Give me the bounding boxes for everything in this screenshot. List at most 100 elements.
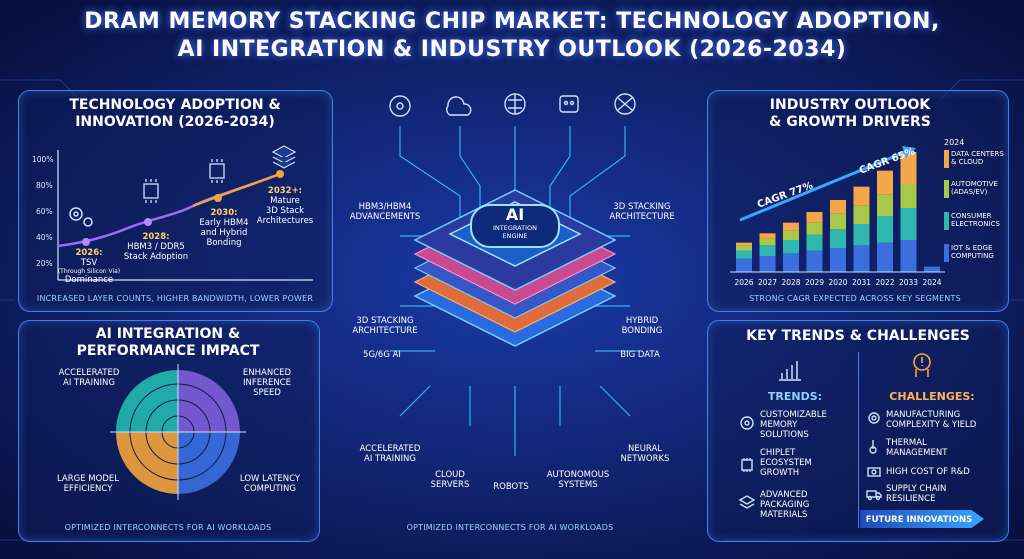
legend-0-l2: & CLOUD [951,158,984,166]
bar-segment [759,256,776,272]
growth-arrow [739,148,911,222]
milestone-2026-year: 2026: [75,248,103,258]
cloud-servers-label: CLOUD SERVERS [420,470,480,490]
ai-quadrant-latency: LOW LATENCY COMPUTING [234,474,306,494]
bar-segment [877,216,893,243]
challenge-1-l2: COMPLEXITY & YIELD [886,420,977,430]
bar-segment [924,266,940,272]
stack-r-l1: 3D STACKING [613,202,671,212]
ai-q2-l1: ENHANCED [242,368,292,378]
cloud-l2: SERVERS [430,480,470,490]
robot-icon [559,95,579,113]
ai-q2-l2: INFERENCE [242,378,292,388]
trend-3: ADVANCED PACKAGING MATERIALS [760,490,844,520]
gear-icon [69,207,93,227]
hbm-label: HBM3/HBM4 ADVANCEMENTS [340,202,430,222]
ai-q4-l2: COMPUTING [244,484,296,494]
ai-panel-title: AI INTEGRATION & PERFORMANCE IMPACT [30,326,306,360]
legend-swatch [944,244,949,262]
stack-r-l2: ARCHITECTURE [609,212,675,222]
trends-divider [858,352,859,528]
bar-segment [900,152,917,184]
gear-icon-challenge [868,412,880,424]
money-icon [867,467,881,477]
y-tick-60: 60% [36,207,53,216]
bar-segment [783,230,799,240]
x-tick-label: 2022 [875,278,894,287]
tech-adoption-panel [18,90,333,312]
challenge-2-l2: MANAGEMENT [886,448,948,458]
bar-segment [853,224,870,246]
legend-item-2: CONSUMER ELECTRONICS [944,212,1000,230]
package-icon [738,495,756,509]
bar-segment [877,170,893,195]
stack-left-label: 3D STACKING ARCHITECTURE [340,316,430,336]
challenge-2-l1: THERMAL [886,438,927,448]
ai-quadrant-inference: ENHANCED INFERENCE SPEED [232,368,302,398]
accel-l2: AI TRAINING [364,454,416,464]
ai-engine-title: AI [505,205,525,224]
y-tick-40: 40% [36,233,53,242]
trends-title: KEY TRENDS & CHALLENGES [746,328,970,344]
bar-segment [806,234,823,251]
hbm-l2: ADVANCEMENTS [349,212,421,222]
trend-2-l1: CHIPLET [760,448,796,458]
milestone-2030-year: 2030: [210,208,238,218]
outlook-title: INDUSTRY OUTLOOK & GROWTH DRIVERS [720,97,980,131]
title-line-2: AI INTEGRATION & INDUSTRY OUTLOOK (2026-… [177,37,847,62]
legend-1-l1: AUTOMOTIVE [951,180,998,188]
legend-item-1: AUTOMOTIVE (ADAS/EV) [944,180,998,198]
bar-segment [736,250,752,259]
bar-segment [759,238,776,246]
tech-caption: INCREASED LAYER COUNTS, HIGHER BANDWIDTH… [36,294,314,303]
stack-right-label: 3D STACKING ARCHITECTURE [596,202,688,222]
challenge-1-l1: MANUFACTURING [886,410,961,420]
x-tick-label: 2024 [922,278,941,287]
legend-3-l2: COMPUTING [951,252,994,260]
hybrid-l2: BONDING [621,326,663,336]
milestone-2026-l2: (Through Silicon Via) [57,268,121,275]
legend-item-3: IOT & EDGE COMPUTING [944,244,994,262]
x-tick-label: 2033 [899,278,918,287]
ai-engine-sub2: ENGINE [502,232,528,240]
legend-swatch [944,212,949,230]
tech-adoption-curve [57,145,313,281]
ai-q3-l2: EFFICIENCY [63,484,113,494]
chip-icon-2 [209,159,225,183]
bar-segment [900,240,917,272]
milestone-2030-l3: Bonding [206,238,242,248]
x-tick-label: 2020 [828,278,847,287]
legend-3-l1: IOT & EDGE [951,244,993,252]
ai-q4-l1: LOW LATENCY [239,474,301,484]
title-line-1: DRAM MEMORY STACKING CHIP MARKET: TECHNO… [84,9,940,34]
x-tick-label: 2026 [734,278,753,287]
milestone-2030-l1: Early HBM4 [199,218,249,228]
ai-quadrant-accel: ACCELERATED AI TRAINING [54,368,124,388]
future-innovations-arrow [860,510,984,528]
tech-title-line-2: INNOVATION (2026-2034) [75,114,275,130]
stack-icon [271,145,297,169]
x-tick-label: 2027 [758,278,777,287]
legend-0-l1: DATA CENTERS [951,150,1004,158]
bar-segment [830,229,846,248]
bar-segment [877,242,893,272]
accel-l1: ACCELERATED [359,444,421,454]
ai-title-line-2: PERFORMANCE IMPACT [76,343,260,359]
trend-2-l2: ECOSYSTEM [760,458,812,468]
neural-l1: NEURAL [627,444,663,454]
network-icon [389,95,411,117]
challenge-4-l2: RESILIENCE [886,494,936,504]
neural-label: NEURAL NETWORKS [612,444,678,464]
legend-1-l2: (ADAS/EV) [951,188,988,196]
milestone-2032-year: 2032+: [267,186,303,196]
center-caption: OPTIMIZED INTERCONNECTS FOR AI WORKLOADS [406,523,614,532]
bar-segment [736,242,752,246]
auton-l2: SYSTEMS [558,480,598,490]
bar-segment [830,213,846,230]
legend-2-l1: CONSUMER [951,212,992,220]
challenge-4: SUPPLY CHAIN RESILIENCE [886,484,986,504]
ai-title-line-1: AI INTEGRATION & [95,326,241,342]
y-tick-100: 100% [32,155,54,164]
trend-3-l1: ADVANCED [760,490,808,500]
challenge-4-l1: SUPPLY CHAIN [886,484,947,494]
